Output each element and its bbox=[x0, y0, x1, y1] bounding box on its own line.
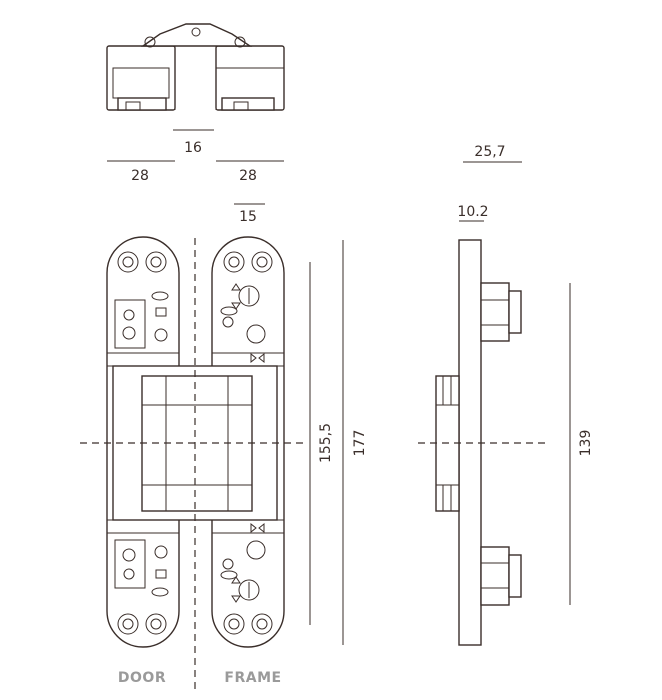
dimension-28-right: 28 bbox=[239, 168, 257, 184]
dimension-139: 139 bbox=[578, 430, 594, 457]
dimension-10-2: 10.2 bbox=[457, 204, 488, 220]
front-view-dimensions: 155,5 177 bbox=[309, 240, 368, 645]
dimension-177: 177 bbox=[352, 430, 368, 457]
dimension-25-7: 25,7 bbox=[474, 144, 505, 160]
hinge-top-view bbox=[106, 23, 285, 111]
door-label: DOOR bbox=[118, 670, 166, 686]
top-view-dimensions: 16 28 28 15 bbox=[107, 129, 284, 225]
dimension-155-5: 155,5 bbox=[318, 423, 334, 463]
dimension-16: 16 bbox=[184, 140, 202, 156]
dimension-15: 15 bbox=[239, 209, 257, 225]
dimension-28-left: 28 bbox=[131, 168, 149, 184]
frame-label: FRAME bbox=[224, 670, 281, 686]
side-view-dimensions: 25,7 10.2 139 bbox=[457, 144, 594, 605]
